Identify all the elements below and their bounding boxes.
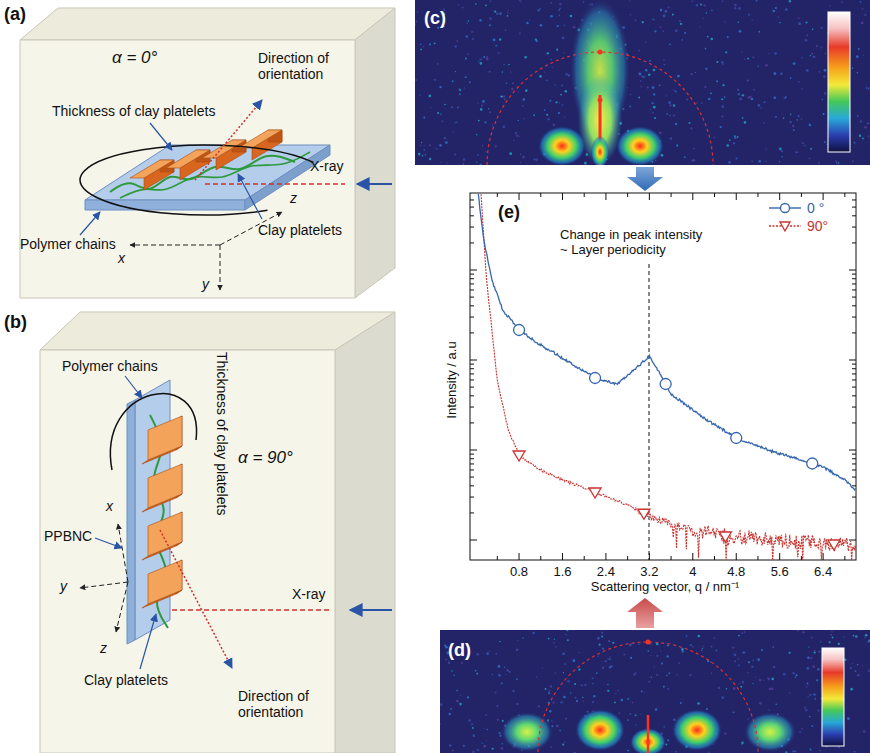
- rotation-loop: [80, 145, 313, 215]
- xray-label: X-ray: [310, 158, 343, 174]
- axis-line: [118, 524, 128, 582]
- platelet-label: Clay platelets: [258, 222, 342, 238]
- panel-letter: (d): [448, 640, 471, 661]
- clay-platelet: [130, 130, 282, 190]
- curve-marker: [513, 325, 840, 551]
- legend-sample: [768, 219, 802, 233]
- beam-line: [172, 609, 330, 611]
- chains-label: Polymer chains: [20, 236, 116, 252]
- legend-text: 0 °: [807, 200, 824, 216]
- color-bar: [822, 648, 844, 746]
- tick-label: 3.2: [640, 565, 658, 580]
- axis-title: Scattering vector, q / nm⁻¹: [591, 580, 740, 595]
- orientation-line: [160, 530, 232, 668]
- saxs-pattern: [415, 0, 870, 165]
- axis-title: Intensity / a.u: [445, 341, 460, 418]
- block-arrow: [627, 167, 663, 191]
- beam-line: [205, 183, 345, 185]
- block-arrow: [627, 598, 663, 628]
- leader-line: [95, 538, 122, 548]
- leader-line: [125, 376, 142, 398]
- tick-label: 4.8: [727, 565, 745, 580]
- legend-sample: [768, 201, 802, 215]
- leader-line: [238, 174, 262, 219]
- legend-item: 0 °: [768, 199, 828, 217]
- leader-line: [140, 614, 156, 669]
- leader-line: [80, 212, 100, 235]
- axis-line: [80, 582, 128, 588]
- axis-line: [116, 582, 128, 632]
- legend: 0 °90°: [768, 199, 828, 235]
- direction-label: Direction of orientation: [238, 688, 330, 720]
- axis-letter: x: [118, 250, 125, 266]
- sample-label: PPBNC: [44, 528, 92, 544]
- angle-label: α = 0°: [112, 48, 157, 68]
- legend-item: 90°: [768, 217, 828, 235]
- tick-label: 2.4: [597, 565, 615, 580]
- clay-platelet: [142, 416, 182, 608]
- xray-label: X-ray: [292, 586, 325, 602]
- sample-box-b: [40, 312, 395, 753]
- chains-label: Polymer chains: [62, 358, 158, 374]
- tick-label: 4: [689, 565, 696, 580]
- axis-letter: z: [290, 190, 297, 206]
- leader-line: [150, 123, 172, 150]
- direction-label: Direction of orientation: [258, 50, 350, 82]
- axis-line: [220, 245, 221, 290]
- panel-letter: (a): [4, 4, 26, 25]
- tick-label: 5.6: [771, 565, 789, 580]
- tick-label: 1.6: [553, 565, 571, 580]
- annotation: Change in peak intensity ~ Layer periodi…: [560, 228, 708, 258]
- axis-tick: [470, 193, 856, 560]
- tick-label: 6.4: [814, 565, 832, 580]
- axis-line: [130, 245, 220, 246]
- platelet-label: Clay platelets: [84, 672, 168, 688]
- angle-label: α = 90°: [238, 448, 293, 468]
- saxs-pattern: [440, 630, 870, 753]
- sample-box-a: [20, 8, 395, 298]
- panel-letter: (b): [4, 312, 27, 333]
- axis-letter: z: [100, 640, 107, 656]
- axis-letter: x: [106, 498, 113, 514]
- intensity-curve: [478, 194, 855, 560]
- rotation-loop: [110, 394, 196, 470]
- peak-marker-line: [649, 264, 650, 560]
- xray-arrow: [357, 183, 392, 185]
- panel-letter: (c): [424, 8, 446, 29]
- legend-text: 90°: [807, 218, 828, 234]
- xray-arrow: [350, 609, 392, 611]
- plot-frame: [470, 193, 856, 560]
- tick-label: 0.8: [510, 565, 528, 580]
- thickness-label: Thickness of clay platelets: [214, 352, 230, 515]
- axis-letter: y: [202, 276, 209, 292]
- panel-letter: (e): [498, 202, 520, 223]
- axis-letter: y: [60, 578, 67, 594]
- thickness-label: Thickness of clay platelets: [52, 103, 215, 119]
- color-bar: [828, 12, 850, 152]
